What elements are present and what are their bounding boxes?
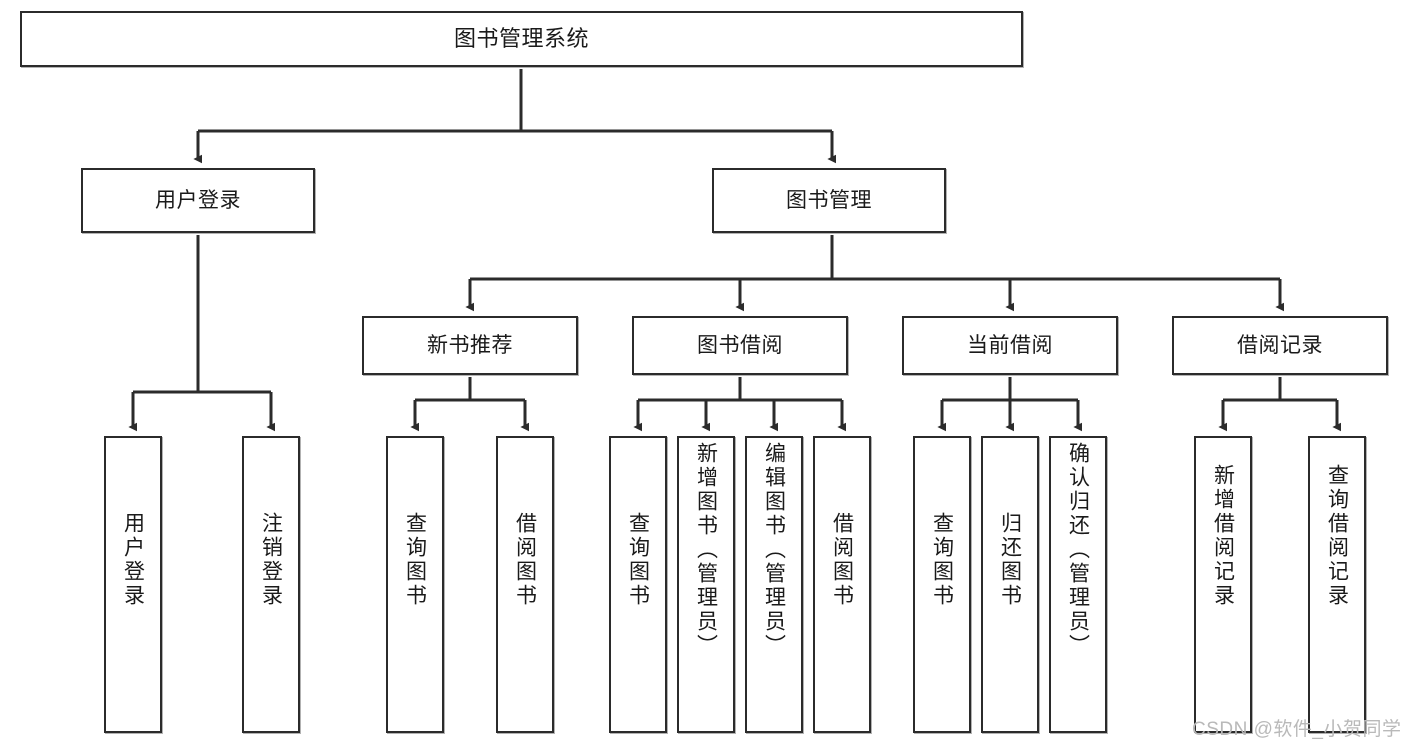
node-borrow-record[interactable]: 借阅记录 xyxy=(1172,316,1388,375)
leaf-query-book-borrow[interactable]: 查询图书 xyxy=(609,436,667,733)
node-label: 归还图书 xyxy=(998,512,1022,608)
node-label: 当前借阅 xyxy=(967,333,1053,357)
node-new-book-recommend[interactable]: 新书推荐 xyxy=(362,316,578,375)
leaf-return-book[interactable]: 归还图书 xyxy=(981,436,1039,733)
node-label: 查询借阅记录 xyxy=(1325,464,1349,608)
node-label: 借阅图书 xyxy=(513,512,537,608)
node-label: 确认归还（管理员） xyxy=(1066,442,1090,658)
node-label: 查询图书 xyxy=(403,512,427,608)
node-current-borrow[interactable]: 当前借阅 xyxy=(902,316,1118,375)
node-label: 图书管理系统 xyxy=(453,25,589,51)
leaf-borrow-book-newbook[interactable]: 借阅图书 xyxy=(496,436,554,733)
leaf-add-book-admin[interactable]: 新增图书（管理员） xyxy=(677,436,735,733)
node-label: 图书管理 xyxy=(786,188,872,212)
node-label: 借阅图书 xyxy=(830,512,854,608)
node-root-system[interactable]: 图书管理系统 xyxy=(20,11,1023,67)
node-label: 查询图书 xyxy=(930,512,954,608)
node-label: 新增图书（管理员） xyxy=(694,442,718,658)
node-user-login[interactable]: 用户登录 xyxy=(81,168,315,233)
leaf-borrow-book[interactable]: 借阅图书 xyxy=(813,436,871,733)
node-label: 借阅记录 xyxy=(1237,333,1323,357)
leaf-query-borrow-record[interactable]: 查询借阅记录 xyxy=(1308,436,1366,733)
node-label: 用户登录 xyxy=(121,512,145,608)
node-label: 新增借阅记录 xyxy=(1211,464,1235,608)
leaf-edit-book-admin[interactable]: 编辑图书（管理员） xyxy=(745,436,803,733)
node-label: 新书推荐 xyxy=(427,333,513,357)
node-label: 编辑图书（管理员） xyxy=(762,442,786,658)
node-label: 用户登录 xyxy=(155,188,241,212)
csdn-watermark: CSDN @软件_小贺同学 xyxy=(1192,719,1402,740)
leaf-query-book-current[interactable]: 查询图书 xyxy=(913,436,971,733)
leaf-confirm-return-admin[interactable]: 确认归还（管理员） xyxy=(1049,436,1107,733)
leaf-user-login[interactable]: 用户登录 xyxy=(104,436,162,733)
node-label: 图书借阅 xyxy=(697,333,783,357)
leaf-add-borrow-record[interactable]: 新增借阅记录 xyxy=(1194,436,1252,733)
leaf-user-logout[interactable]: 注销登录 xyxy=(242,436,300,733)
node-book-borrow[interactable]: 图书借阅 xyxy=(632,316,848,375)
node-book-management[interactable]: 图书管理 xyxy=(712,168,946,233)
node-label: 查询图书 xyxy=(626,512,650,608)
leaf-query-book-newbook[interactable]: 查询图书 xyxy=(386,436,444,733)
node-label: 注销登录 xyxy=(259,512,283,608)
